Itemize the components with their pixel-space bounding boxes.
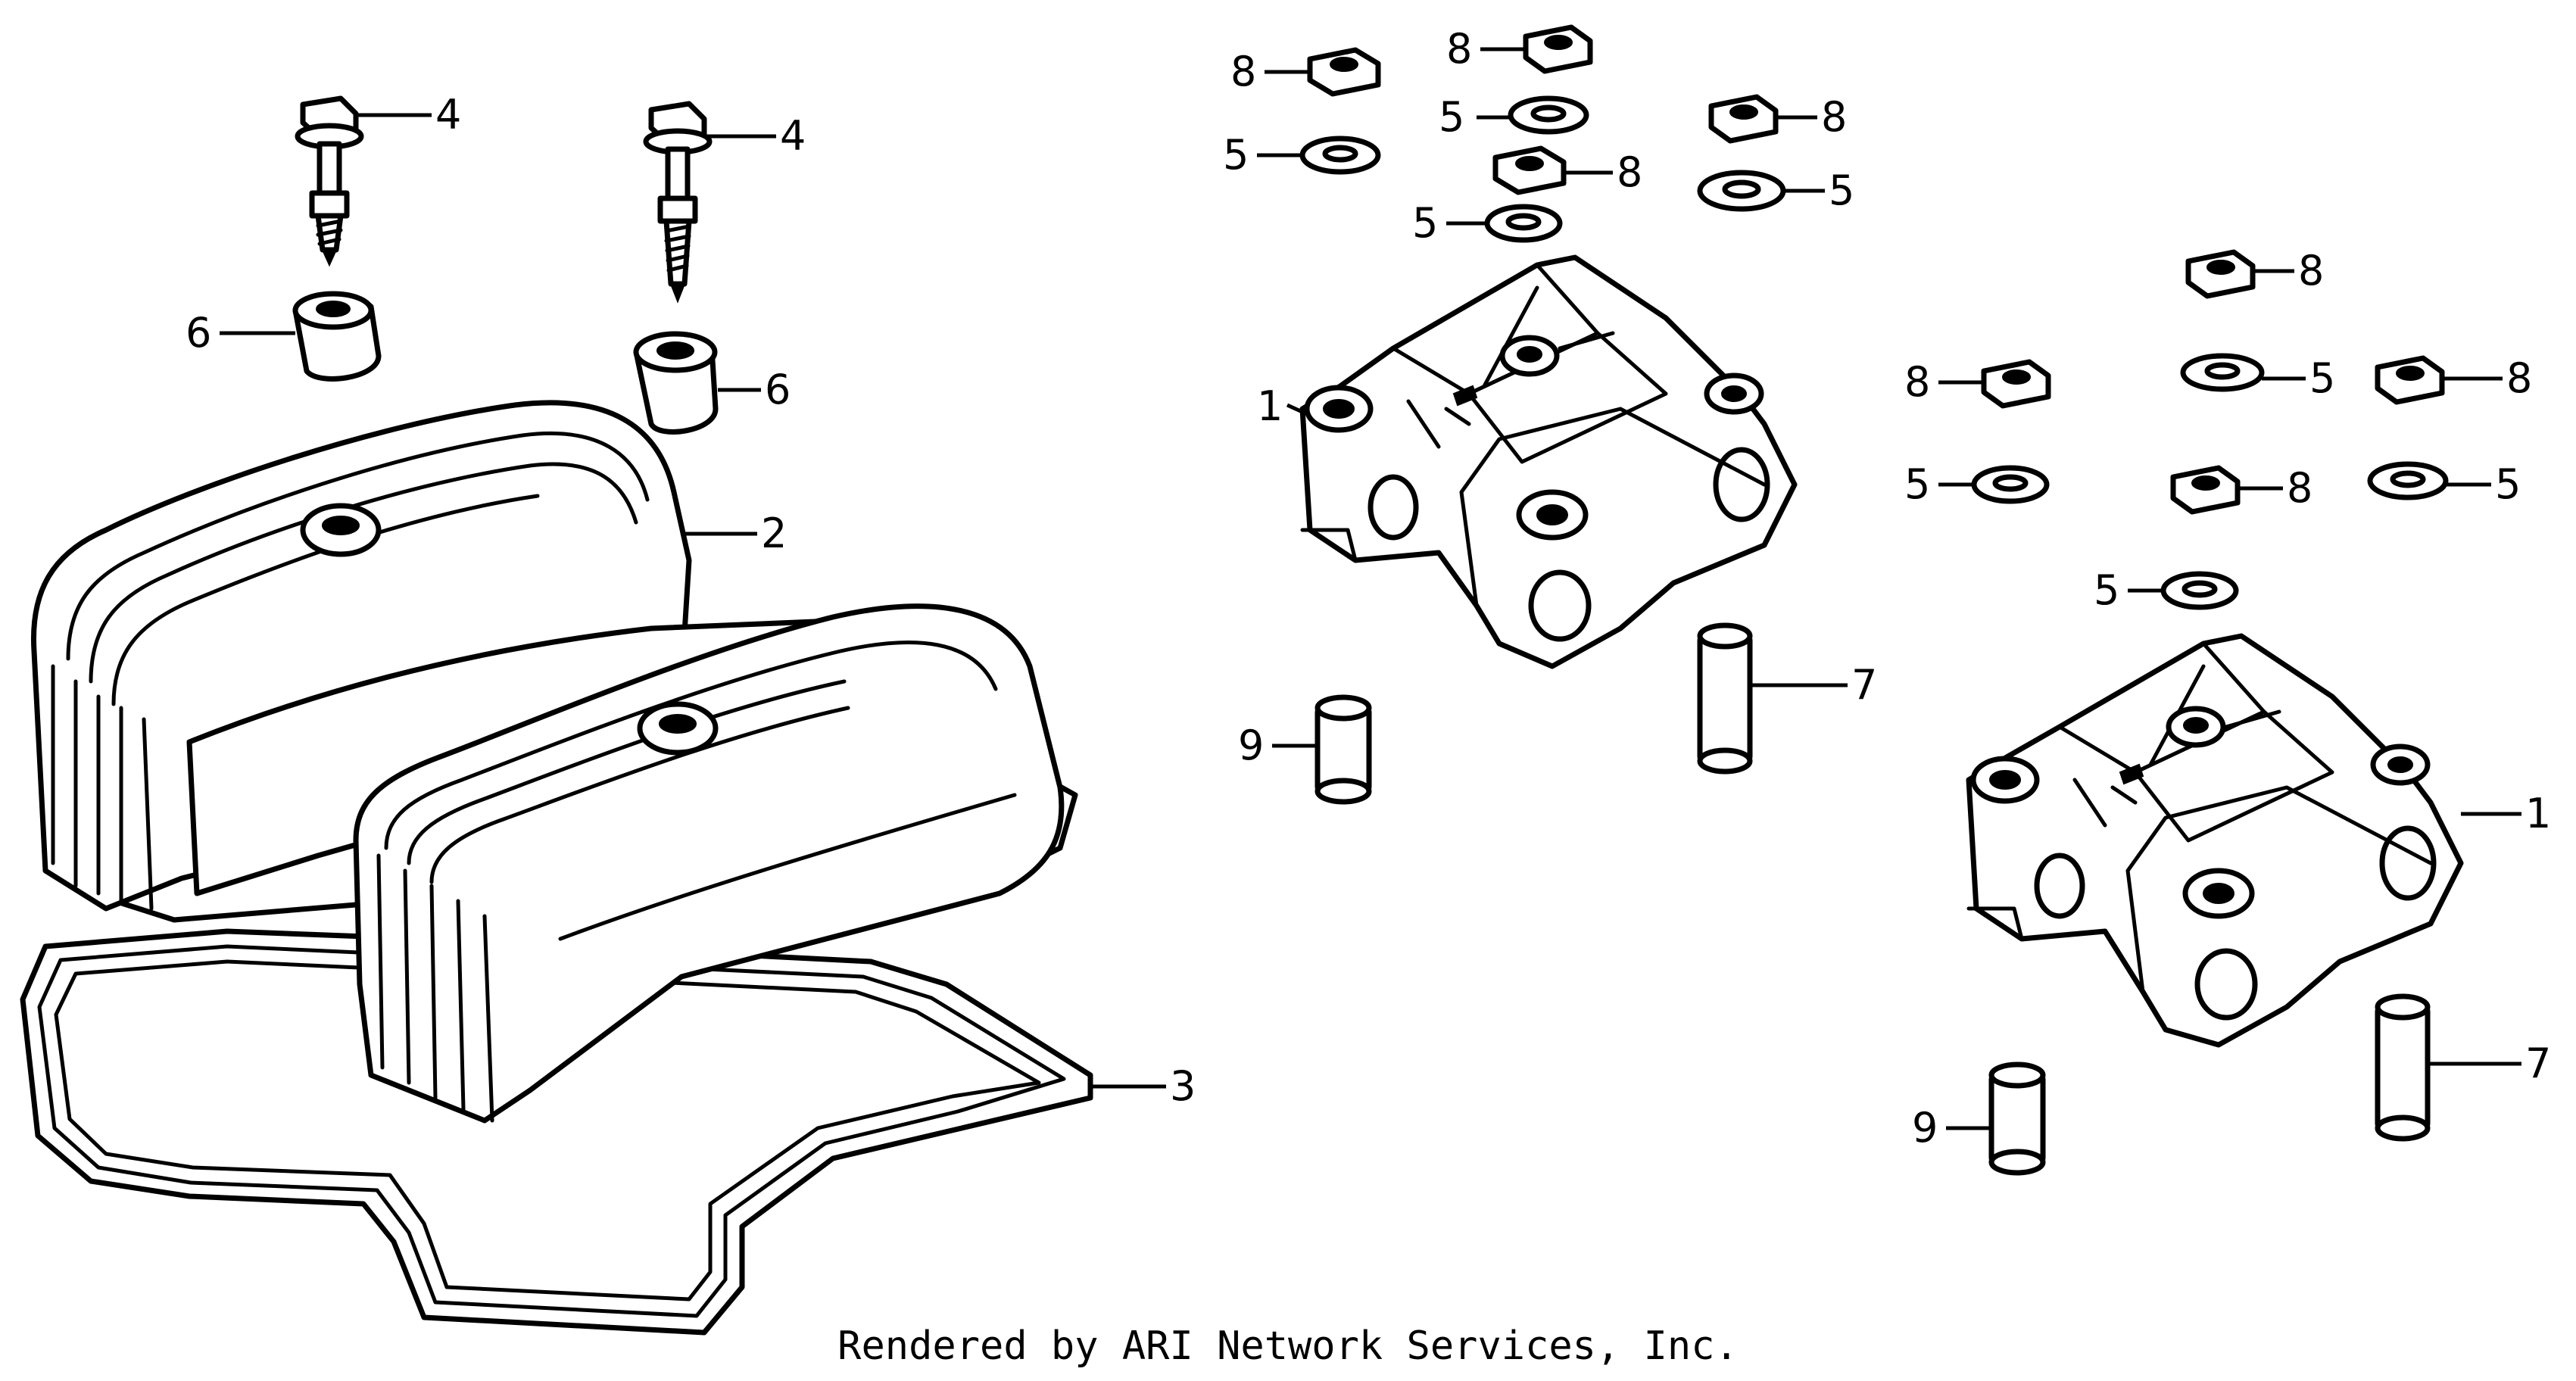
callout-5-c: 5 [1412, 199, 1438, 247]
dowel-pin-9-lower [1988, 1061, 2046, 1176]
washer-5-c [1484, 204, 1563, 243]
callout-8-g: 8 [2506, 354, 2532, 402]
washer-5-d [1697, 170, 1786, 212]
nut-8-e [2185, 249, 2256, 299]
callout-5-e: 5 [2309, 354, 2335, 402]
callout-5-h: 5 [2094, 566, 2119, 614]
dowel-pin-7-upper [1697, 622, 1753, 775]
callout-5-f: 5 [1904, 460, 1930, 508]
leader-lines [220, 47, 2521, 1130]
washer-5-f [1971, 465, 2050, 504]
callout-8-h: 8 [2287, 464, 2312, 512]
callout-8-d: 8 [1617, 148, 1642, 196]
head-cover-gasket [20, 928, 1093, 1336]
callout-9-lower: 9 [1912, 1104, 1938, 1152]
callout-6-left: 6 [186, 309, 211, 357]
washer-5-e [2180, 353, 2265, 392]
callout-1-upper: 1 [1257, 382, 1283, 430]
nut-8-d [1492, 145, 1567, 195]
washer-5-b [1508, 95, 1589, 135]
callout-8-e: 8 [2298, 247, 2324, 295]
callout-5-b: 5 [1439, 93, 1464, 141]
callout-2: 2 [761, 510, 787, 557]
cylinder-head-cover [30, 400, 1078, 1124]
rocker-arm-holder-lower [1966, 633, 2464, 1048]
callout-labels: 4 4 6 6 2 3 1 1 7 7 9 9 8 8 8 8 8 8 8 8 … [186, 25, 2551, 1152]
nut-8-b [1523, 24, 1593, 74]
washer-5-g [2367, 461, 2449, 500]
callout-5-d: 5 [1829, 167, 1854, 214]
footer-credit: Rendered by ARI Network Services, Inc. [837, 1323, 1739, 1369]
dowel-pin-7-lower [2375, 993, 2431, 1142]
dowel-pin-9-upper [1315, 694, 1372, 805]
bolt-left [295, 95, 364, 267]
callout-7-lower: 7 [2525, 1040, 2551, 1087]
callout-7-upper: 7 [1851, 661, 1877, 709]
nut-8-f [1981, 359, 2051, 409]
callout-6-right: 6 [765, 366, 791, 413]
rocker-arm-holder-upper [1299, 254, 1798, 669]
nut-8-c [1708, 94, 1779, 144]
callout-4-left: 4 [435, 91, 461, 139]
callout-9-upper: 9 [1238, 722, 1264, 769]
nut-8-g [2375, 355, 2445, 405]
grommet-right [633, 331, 719, 435]
callout-1-lower: 1 [2525, 790, 2551, 837]
callout-5-a: 5 [1223, 131, 1249, 179]
callout-5-g: 5 [2495, 460, 2521, 508]
callout-4-right: 4 [780, 112, 806, 160]
callout-8-f: 8 [1904, 358, 1930, 406]
callout-8-b: 8 [1446, 25, 1472, 73]
washer-5-a [1299, 136, 1381, 175]
nut-8-a [1307, 47, 1381, 97]
callout-8-c: 8 [1821, 93, 1847, 141]
nut-8-h [2170, 465, 2241, 515]
callout-3: 3 [1170, 1062, 1196, 1110]
grommet-left [292, 291, 382, 382]
bolt-right [643, 101, 713, 304]
callout-8-a: 8 [1230, 48, 1256, 95]
washer-5-h [2160, 571, 2239, 610]
